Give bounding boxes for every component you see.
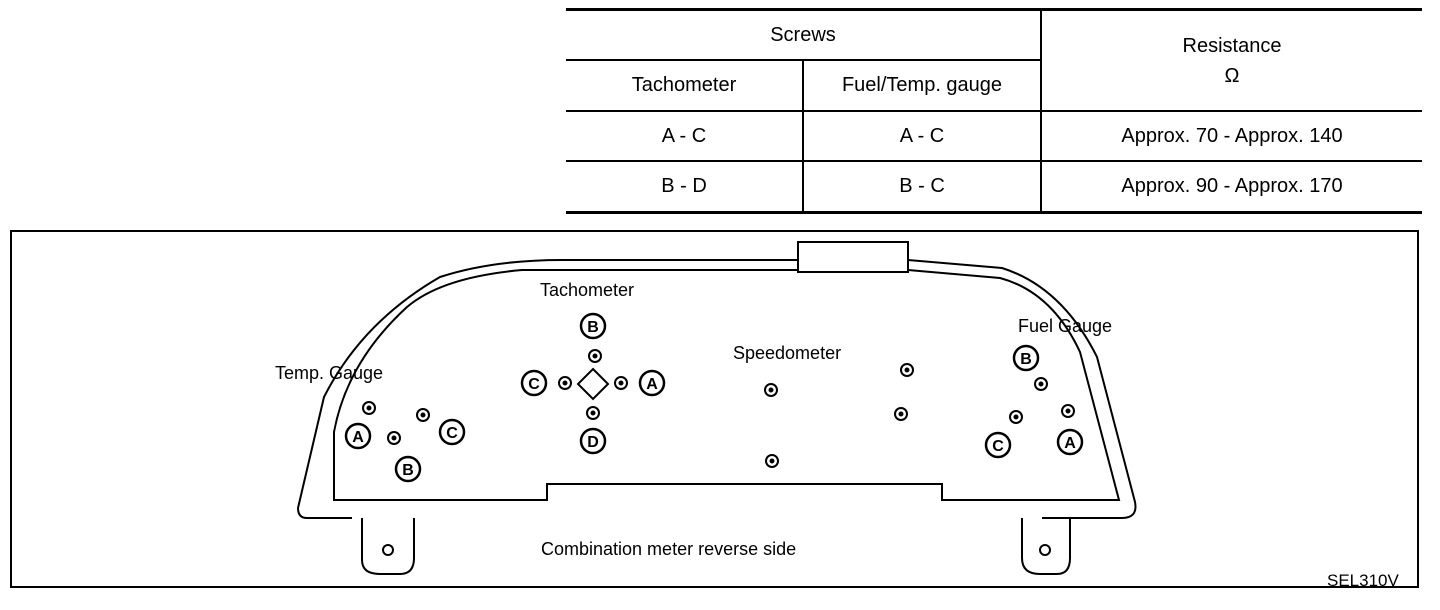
diagram-caption: Combination meter reverse side [541, 539, 796, 559]
tach-terminal-a: A [646, 376, 658, 393]
tach-terminal-a-circle [638, 369, 666, 397]
left-mount-hole [382, 544, 394, 556]
temp-terminal-b-circle [394, 455, 422, 483]
resistance-header-label: Resistance [1182, 34, 1282, 57]
resistance-spec-table: Screws Resistance Ω Tachometer Fuel/Temp… [566, 8, 1423, 214]
fuel-terminal-a: A [1064, 435, 1076, 452]
tach-terminal-c: C [528, 376, 540, 393]
meter-connector-tab [797, 241, 909, 273]
right-mounting-ear [1021, 518, 1071, 575]
resistance-header: Resistance Ω [1041, 8, 1423, 112]
row2-tachometer: B - D [566, 161, 804, 214]
table-row: A - C A - C Approx. 70 - Approx. 140 [566, 111, 1423, 162]
fuel-terminal-b-circle [1012, 344, 1040, 372]
fuel-terminal-c-circle [984, 431, 1012, 459]
fuel-terminal-b: B [1020, 351, 1032, 368]
screw-icon [586, 406, 600, 420]
temp-terminal-b: B [402, 462, 414, 479]
row1-resistance: Approx. 70 - Approx. 140 [1041, 111, 1423, 162]
row1-tachometer: A - C [566, 111, 804, 162]
screws-header: Screws [566, 8, 1043, 61]
meter-drawing: B C A D A C B B C A Tachometer Temp. Gau… [275, 241, 1399, 586]
screw-icon [900, 363, 914, 377]
figure-code: SEL310V [1327, 571, 1399, 586]
meter-housing-outer [296, 259, 1137, 519]
tach-terminal-d-circle [579, 427, 607, 455]
tachometer-label: Tachometer [540, 280, 634, 300]
temp-terminal-c-circle [438, 418, 466, 446]
temp-gauge-label: Temp. Gauge [275, 363, 383, 383]
temp-terminal-a-circle [344, 422, 372, 450]
left-mounting-ear [361, 518, 415, 575]
tach-terminal-d: D [587, 434, 599, 451]
fuel-terminal-a-circle [1056, 428, 1084, 456]
screw-icon [1061, 404, 1075, 418]
temp-terminal-c: C [446, 425, 458, 442]
tachometer-pivot-diamond [576, 367, 610, 401]
row1-fuel-temp: A - C [803, 111, 1043, 162]
fuel-temp-col-header: Fuel/Temp. gauge [803, 60, 1043, 112]
table-row: B - D B - C Approx. 90 - Approx. 170 [566, 161, 1423, 214]
tach-terminal-b: B [587, 319, 599, 336]
tach-terminal-b-circle [579, 312, 607, 340]
speedometer-label: Speedometer [733, 343, 841, 363]
right-mount-hole [1039, 544, 1051, 556]
ohm-unit: Ω [1224, 64, 1240, 87]
screw-icon [362, 401, 376, 415]
screw-icon [764, 383, 778, 397]
row2-fuel-temp: B - C [803, 161, 1043, 214]
screw-icon [894, 407, 908, 421]
screw-icon [614, 376, 628, 390]
meter-housing-inner [333, 269, 1121, 501]
row2-resistance: Approx. 90 - Approx. 170 [1041, 161, 1423, 214]
screw-icon [1009, 410, 1023, 424]
screw-icon [1034, 377, 1048, 391]
fuel-gauge-label: Fuel Gauge [1018, 316, 1112, 336]
screw-icon [765, 454, 779, 468]
temp-terminal-a: A [352, 429, 364, 446]
combination-meter-diagram: B C A D A C B B C A Tachometer Temp. Gau… [10, 230, 1419, 588]
tach-terminal-c-circle [520, 369, 548, 397]
screw-icon [558, 376, 572, 390]
tachometer-col-header: Tachometer [566, 60, 804, 112]
fuel-terminal-c: C [992, 438, 1004, 455]
screw-icon [416, 408, 430, 422]
screw-icon [387, 431, 401, 445]
screw-icon [588, 349, 602, 363]
